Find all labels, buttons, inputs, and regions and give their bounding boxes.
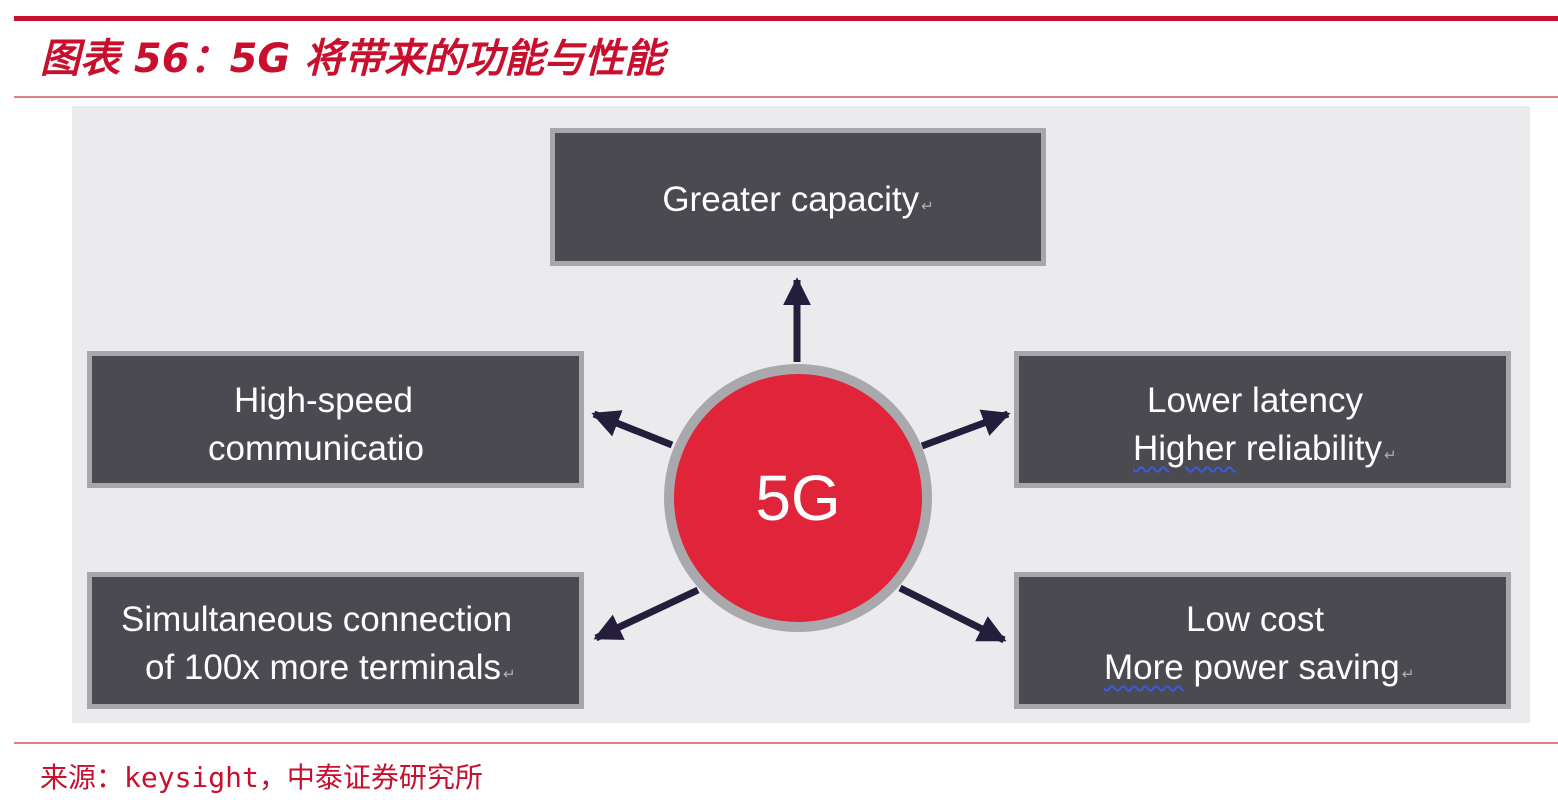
box-high-speed: High-speed communicatio n [87,351,584,488]
box-lower-latency-line2b: reliability [1236,429,1382,468]
box-simultaneous-line2: of 100x more terminals [145,648,501,687]
arrow-right-top [920,409,1011,450]
center-5g-circle: 5G [664,364,932,632]
center-5g-label: 5G [755,462,841,534]
return-mark: ↵ [1401,666,1415,683]
return-mark: ↵ [502,666,516,683]
arrow-left-bottom [593,586,700,642]
box-simultaneous-line1: Simultaneous connection [121,600,513,639]
box-low-cost-line1: Low cost [1186,600,1325,639]
top-rule [14,16,1558,21]
box-high-speed-line3: n [208,466,227,483]
box-low-cost: Low cost More power saving↵ [1014,572,1511,709]
title-rule [14,96,1558,98]
box-simultaneous-connection: Simultaneous connection of 100x more ter… [87,572,584,709]
figure-title: 图表 56：5G 将带来的功能与性能 [40,36,665,82]
box-lower-latency: Lower latency Higher reliability↵ [1014,351,1511,488]
box-greater-capacity-text: Greater capacity [662,180,920,219]
return-mark: ↵ [1384,447,1397,464]
arrow-right-bottom [898,584,1007,644]
box-lower-latency-line2a: Higher [1133,429,1237,468]
bottom-rule [14,742,1558,744]
arrow-left-top [591,410,674,449]
box-low-cost-line2b: power saving [1183,648,1400,687]
box-greater-capacity: Greater capacity↵ [550,128,1046,266]
box-low-cost-line2a: More [1104,648,1184,687]
source-note: 来源：keysight，中泰证券研究所 [40,761,483,794]
box-high-speed-line1: High-speed [234,381,413,420]
box-high-speed-line2: communicatio [208,429,424,468]
return-mark: ↵ [921,198,934,215]
box-lower-latency-line1: Lower latency [1147,381,1363,420]
